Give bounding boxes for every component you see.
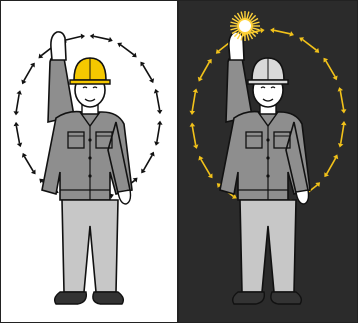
night-panel bbox=[179, 1, 357, 322]
hand-lamp-icon bbox=[230, 11, 260, 41]
day-panel bbox=[1, 1, 177, 322]
lamp-bulb bbox=[238, 19, 252, 33]
